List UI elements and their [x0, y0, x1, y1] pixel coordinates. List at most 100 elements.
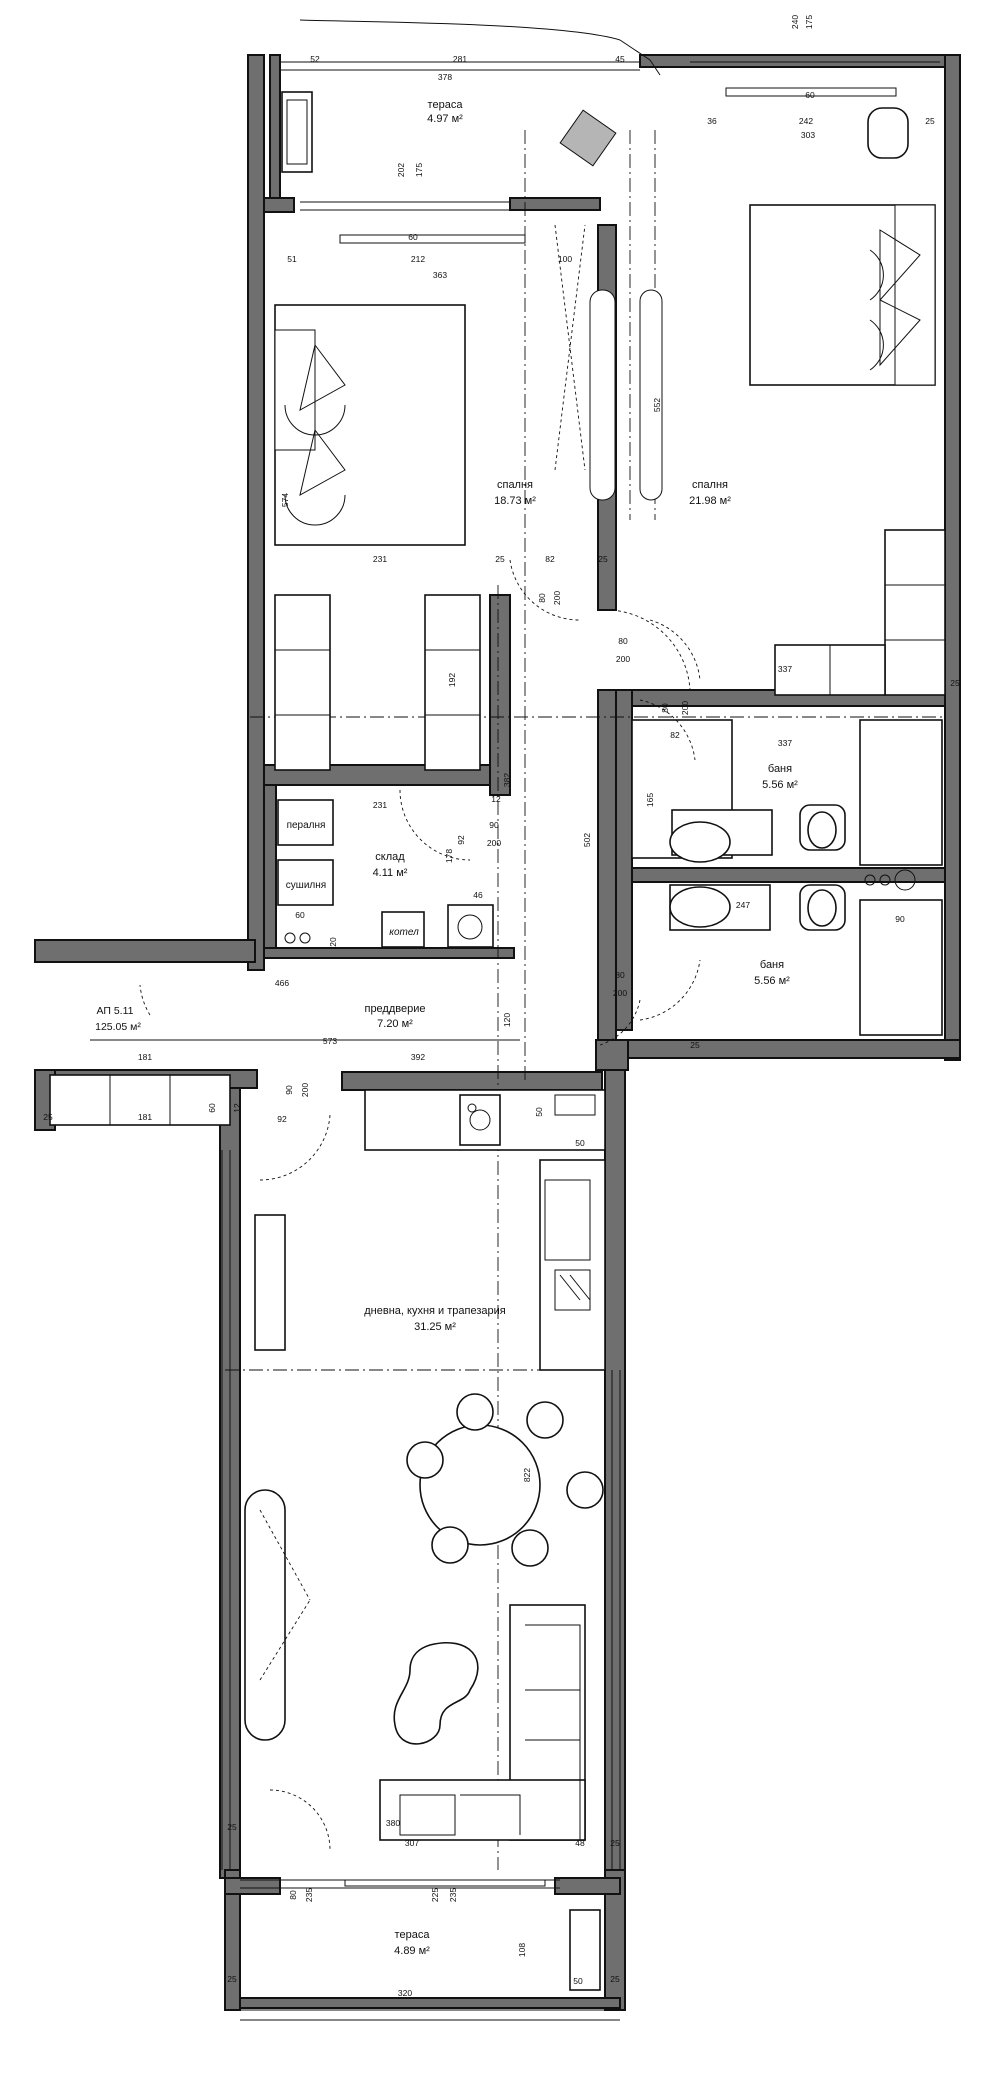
dim-label: 231	[373, 554, 387, 564]
dim-label: 235	[304, 1888, 314, 1902]
dim-label: 80	[615, 970, 625, 980]
dim-label: 50	[534, 1107, 544, 1117]
dim-label: 200	[552, 591, 562, 605]
room-area-bedroom-left: 18.73 м²	[494, 495, 536, 507]
room-name-bath-upper: баня	[768, 763, 792, 775]
room-area-hallway: 7.20 м²	[377, 1018, 413, 1030]
room-labels: тераса 4.97 м² спалня 18.73 м² спалня 21…	[95, 99, 798, 1957]
dim-label: 25	[227, 1822, 237, 1832]
dim-label: 60	[207, 1103, 217, 1113]
dim-label: 363	[433, 270, 447, 280]
dim-label: 165	[645, 793, 655, 807]
room-area-storage: 4.11 м²	[373, 867, 408, 879]
dim-label: 378	[438, 72, 452, 82]
dim-label: 25	[598, 554, 608, 564]
dim-label: 337	[778, 664, 792, 674]
dim-label: 108	[517, 1943, 527, 1957]
dim-label: 200	[616, 654, 630, 664]
room-area-bedroom-right: 21.98 м²	[689, 495, 731, 507]
dim-label: 45	[615, 54, 625, 64]
dim-label: 552	[652, 398, 662, 412]
dim-label: 25	[227, 1974, 237, 1984]
dim-label: 25	[610, 1974, 620, 1984]
windows	[221, 19, 940, 2021]
dim-label: 822	[522, 1468, 532, 1482]
dim-label: 200	[680, 701, 690, 715]
room-name-bedroom-left: спалня	[497, 479, 533, 491]
appliance-dryer: сушилня	[286, 880, 326, 891]
apartment-label: АП 5.11	[96, 1005, 133, 1017]
dim-label: 320	[398, 1988, 412, 1998]
dim-label: 240	[790, 15, 800, 29]
door-swings	[599, 609, 691, 1046]
dim-label: 120	[502, 1013, 512, 1027]
room-area-terrace-bottom: 4.89 м²	[394, 1945, 430, 1957]
dim-label: 235	[448, 1888, 458, 1902]
dim-label: 92	[456, 835, 466, 845]
dim-label: 12	[232, 1103, 242, 1113]
dim-label: 181	[138, 1112, 152, 1122]
dim-label: 502	[582, 833, 592, 847]
dim-label: 25	[925, 116, 935, 126]
dim-label: 175	[414, 163, 424, 177]
dim-label: 12	[491, 794, 501, 804]
dim-label: 25	[495, 554, 505, 564]
dim-label: 225	[430, 1888, 440, 1902]
storage-furniture	[277, 789, 494, 948]
dim-label: 60	[805, 90, 815, 100]
dim-label: 200	[613, 988, 627, 998]
dim-label: 303	[801, 130, 815, 140]
dim-label: 181	[138, 1052, 152, 1062]
room-name-bedroom-right: спалня	[692, 479, 728, 491]
kitchen-furniture	[244, 1089, 606, 1991]
dim-label: 281	[453, 54, 467, 64]
room-name-storage: склад	[375, 851, 405, 863]
dim-label: 573	[323, 1036, 337, 1046]
dim-label: 200	[487, 838, 501, 848]
dim-label: 90	[489, 820, 499, 830]
hallway-furniture	[49, 984, 520, 1181]
bedroom-right-furniture	[649, 204, 946, 696]
dim-label: 247	[736, 900, 750, 910]
bedroom-left-furniture	[274, 224, 663, 771]
dim-label: 82	[545, 554, 555, 564]
dim-label: 202	[396, 163, 406, 177]
dim-label: 100	[558, 254, 572, 264]
dim-label: 392	[411, 1052, 425, 1062]
dim-label: 82	[670, 730, 680, 740]
dim-label: 200	[300, 1083, 310, 1097]
dim-label: 212	[411, 254, 425, 264]
dim-label: 380	[386, 1818, 400, 1828]
dim-label: 60	[295, 910, 305, 920]
room-name-terrace-top: тераса	[428, 99, 464, 111]
dim-label: 25	[690, 1040, 700, 1050]
room-area-terrace-top: 4.97 м²	[427, 113, 463, 125]
dim-label: 25	[43, 1112, 53, 1122]
dim-label: 574	[280, 493, 290, 507]
dim-label: 50	[573, 1976, 583, 1986]
dim-label: 337	[778, 738, 792, 748]
dim-label: 48	[575, 1838, 585, 1848]
dim-label: 25	[610, 1838, 620, 1848]
dim-label: 466	[275, 978, 289, 988]
dim-label: 307	[405, 1838, 419, 1848]
dim-label: 20	[328, 937, 338, 947]
dim-label: 36	[707, 116, 717, 126]
dimension-labels: 52 281 45 378 240 175 60 36 242 303 25 2…	[43, 15, 960, 1998]
bathroom-fixtures	[631, 699, 943, 1036]
dim-label: 231	[373, 800, 387, 810]
dim-label: 192	[447, 673, 457, 687]
room-name-bath-lower: баня	[760, 959, 784, 971]
room-area-bath-upper: 5.56 м²	[762, 779, 798, 791]
dim-label: 90	[284, 1085, 294, 1095]
dim-label: 51	[287, 254, 297, 264]
dim-label: 92	[277, 1114, 287, 1124]
terrace-top-furniture	[281, 91, 909, 173]
dim-label: 80	[618, 636, 628, 646]
appliance-boiler: котел	[389, 927, 419, 938]
dim-label: 80	[660, 703, 670, 713]
dim-label: 60	[408, 232, 418, 242]
dim-label: 178	[444, 849, 454, 863]
dim-label: 242	[799, 116, 813, 126]
